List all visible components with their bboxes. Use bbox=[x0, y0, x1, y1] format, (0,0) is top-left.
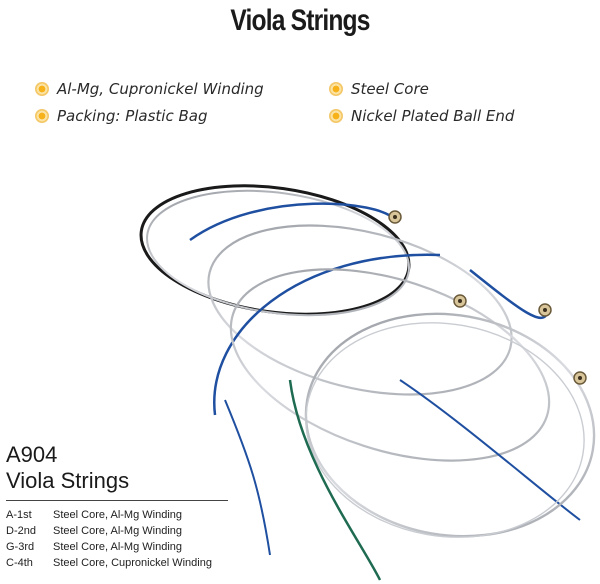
spec-row: G-3rd Steel Core, Al-Mg Winding bbox=[6, 539, 212, 555]
bullet-icon bbox=[36, 110, 48, 122]
spec-row: C-4th Steel Core, Cupronickel Winding bbox=[6, 555, 212, 571]
bullet-icon bbox=[330, 83, 342, 95]
feature-item: Packing: Plastic Bag bbox=[36, 107, 207, 125]
spec-row: D-2nd Steel Core, Al-Mg Winding bbox=[6, 523, 212, 539]
string-coil-icon bbox=[224, 268, 581, 556]
string-coil-icon bbox=[189, 202, 550, 416]
model-block: A904 Viola Strings bbox=[6, 442, 129, 494]
spec-desc: Steel Core, Al-Mg Winding bbox=[53, 541, 182, 553]
spec-row: A-1st Steel Core, Al-Mg Winding bbox=[6, 507, 212, 523]
divider bbox=[6, 500, 228, 501]
bullet-icon bbox=[36, 83, 48, 95]
feature-label: Steel Core bbox=[351, 80, 429, 98]
string-coil-icon bbox=[139, 184, 411, 317]
ball-end-icon bbox=[453, 294, 467, 308]
feature-item: Steel Core bbox=[330, 80, 429, 98]
spec-table: A-1st Steel Core, Al-Mg Winding D-2nd St… bbox=[6, 507, 212, 571]
viola-strings-photo bbox=[139, 184, 596, 581]
spec-desc: Steel Core, Al-Mg Winding bbox=[53, 509, 182, 521]
feature-label: Al-Mg, Cupronickel Winding bbox=[57, 80, 264, 98]
spec-desc: Steel Core, Al-Mg Winding bbox=[53, 525, 182, 537]
spec-desc: Steel Core, Cupronickel Winding bbox=[53, 557, 212, 569]
ball-end-icon bbox=[538, 303, 552, 317]
bullet-icon bbox=[330, 110, 342, 122]
feature-item: Al-Mg, Cupronickel Winding bbox=[36, 80, 264, 98]
spec-string: G-3rd bbox=[6, 541, 35, 553]
model-name: Viola Strings bbox=[6, 468, 130, 493]
ball-end-icon bbox=[573, 371, 587, 385]
spec-string: A-1st bbox=[6, 509, 32, 521]
ball-end-icon bbox=[388, 210, 402, 224]
feature-item: Nickel Plated Ball End bbox=[330, 107, 514, 125]
spec-string: D-2nd bbox=[6, 525, 36, 537]
page-title: Viola Strings bbox=[230, 4, 370, 37]
model-code: A904 bbox=[6, 442, 58, 467]
feature-label: Packing: Plastic Bag bbox=[57, 107, 208, 125]
string-coil-icon bbox=[288, 312, 596, 581]
spec-string: C-4th bbox=[6, 557, 33, 569]
feature-label: Nickel Plated Ball End bbox=[351, 107, 515, 125]
